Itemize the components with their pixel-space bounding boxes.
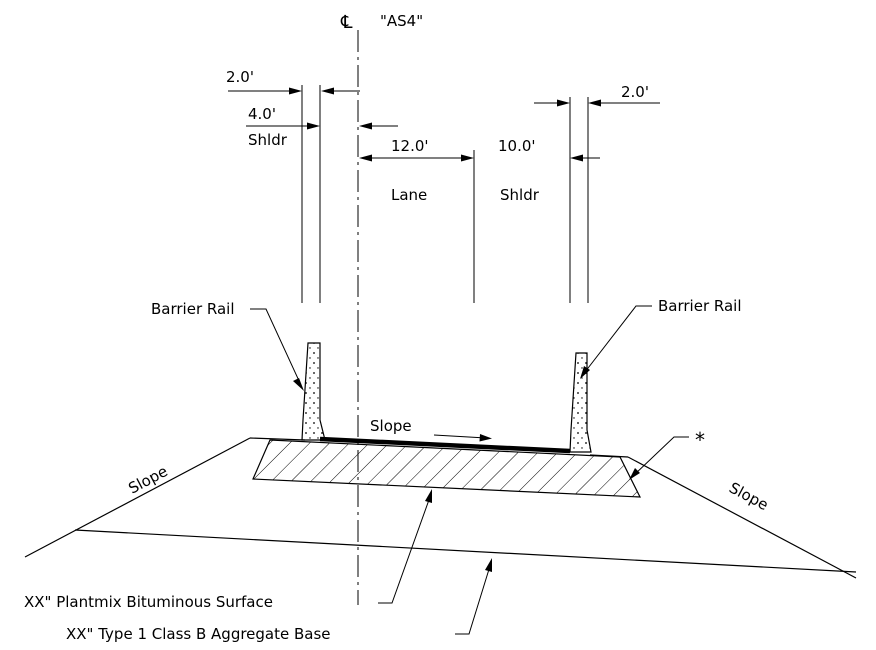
dim-right-top-text: 2.0' <box>621 83 649 101</box>
slope-right-label: Slope <box>726 479 771 514</box>
dim-right-shoulder: 10.0' Shldr <box>498 137 600 204</box>
dim-right-shoulder-label: Shldr <box>500 186 540 204</box>
surface-label: XX" Plantmix Bituminous Surface <box>24 593 273 611</box>
slope-line-left <box>24 437 251 558</box>
surface-callout: XX" Plantmix Bituminous Surface <box>24 489 432 611</box>
top-grade-line <box>249 437 306 441</box>
barrier-rail-right-shape <box>569 352 592 453</box>
base-callout: XX" Type 1 Class B Aggregate Base <box>66 558 492 643</box>
centerline: ℄ "AS4" <box>340 12 423 605</box>
aggregate-base <box>252 439 641 498</box>
surface-slope-label: Slope <box>370 417 412 435</box>
dim-lane-text: 12.0' <box>391 137 429 155</box>
centerline-symbol: ℄ <box>340 12 353 33</box>
dim-lane-label: Lane <box>391 186 427 204</box>
base-label: XX" Type 1 Class B Aggregate Base <box>66 625 331 643</box>
barrier-rail-left-label: Barrier Rail <box>151 300 235 318</box>
slope-line-right <box>627 456 857 579</box>
dim-left-top-text: 2.0' <box>226 68 254 86</box>
dim-right-top: 2.0' <box>534 83 660 107</box>
dim-left-shoulder-label: Shldr <box>248 131 288 149</box>
asterisk-callout: * <box>629 428 705 480</box>
dim-right-shoulder-text: 10.0' <box>498 137 536 155</box>
dim-left-shoulder-text: 4.0' <box>248 105 276 123</box>
dim-left-shoulder: 4.0' Shldr <box>246 105 398 149</box>
base-line <box>74 529 857 573</box>
centerline-label: "AS4" <box>380 12 423 30</box>
ground-lines <box>24 437 857 579</box>
surface-slope-callout: Slope <box>370 417 492 442</box>
barrier-rail-left-shape <box>301 342 326 441</box>
barrier-rail-right-label: Barrier Rail <box>658 297 742 315</box>
plantmix-surface <box>319 436 571 454</box>
extension-lines <box>301 85 589 303</box>
asterisk-label: * <box>695 428 705 452</box>
barrier-rail-left-callout: Barrier Rail <box>151 300 304 391</box>
dim-left-top: 2.0' <box>226 68 360 95</box>
barrier-rail-right-callout: Barrier Rail <box>580 297 742 379</box>
dim-lane: 12.0' Lane <box>359 137 474 204</box>
